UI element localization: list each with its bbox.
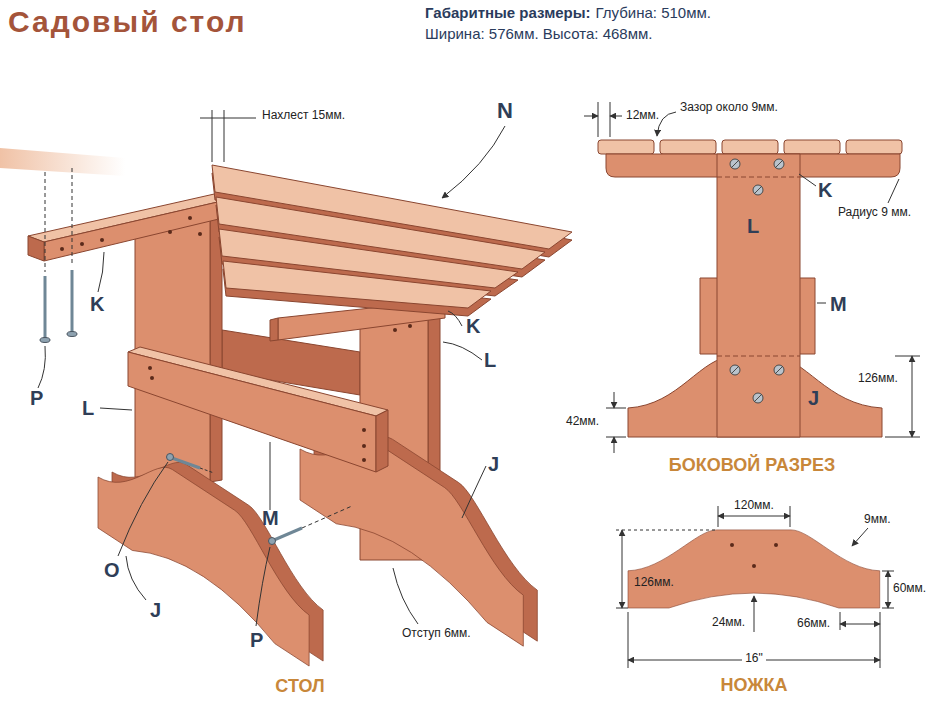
dimension-label: 42мм. (566, 414, 599, 428)
dimension-label: 12мм. (626, 108, 659, 122)
part-letter: P (30, 386, 43, 410)
dimension-label: 126мм. (858, 371, 898, 385)
view-caption: НОЖКА (720, 675, 787, 697)
part-letter: M (830, 292, 847, 316)
part-letter: P (250, 628, 263, 652)
dimension-label: Отступ 6мм. (402, 626, 471, 640)
side-section (598, 140, 902, 437)
stretcher-board (128, 352, 376, 472)
rail-end (28, 236, 44, 261)
foot-board (98, 421, 309, 666)
diagram-title: Садовый стол (8, 4, 247, 40)
part-letter: L (82, 396, 94, 420)
part-letter: O (104, 558, 120, 582)
dimension-label: Зазор около 9мм. (680, 100, 778, 114)
header-text: Глубина: 510мм. (596, 4, 711, 22)
dimension-lines (584, 102, 920, 453)
view-caption: СТОЛ (275, 676, 324, 698)
part-letter: J (150, 598, 161, 622)
header-text: Габаритные размеры: (425, 4, 591, 22)
top-slats (212, 165, 572, 316)
part-letter: N (497, 98, 513, 124)
screw-heads (730, 159, 784, 403)
part-letter: K (90, 292, 104, 316)
dimension-label: 24мм. (712, 615, 745, 629)
dimension-lines (616, 506, 894, 668)
part-letter: K (466, 314, 480, 338)
leader-lines (38, 110, 505, 626)
stretcher-end (376, 410, 388, 472)
main-view (0, 148, 572, 666)
screws (40, 168, 352, 545)
part-letter: J (488, 452, 499, 476)
part-letter: J (808, 386, 819, 410)
plank-fragment (0, 148, 125, 176)
part-letter: L (484, 348, 496, 372)
part-letter: M (262, 506, 279, 530)
part-letter: K (818, 178, 832, 202)
dimension-label: 16" (742, 651, 766, 665)
dimension-label: 120мм. (734, 498, 774, 512)
view-caption: БОКОВОЙ РАЗРЕЗ (669, 455, 835, 477)
dimension-label: 66мм. (797, 616, 830, 630)
top-slats (598, 140, 902, 154)
part-letter: L (747, 214, 759, 238)
dimension-label: 60мм. (893, 581, 926, 595)
rail-end (270, 318, 278, 341)
dimension-label: 126мм. (634, 575, 674, 589)
header-text: Ширина: 576мм. Высота: 468мм. (425, 25, 652, 43)
leg-board (717, 154, 800, 437)
dimension-label: Нахлест 15мм. (262, 108, 345, 122)
screw-holes (60, 216, 412, 462)
dimension-label: Радиус 9 мм. (838, 205, 911, 219)
dimension-label: 9мм. (864, 512, 891, 526)
leg-board (135, 206, 210, 482)
